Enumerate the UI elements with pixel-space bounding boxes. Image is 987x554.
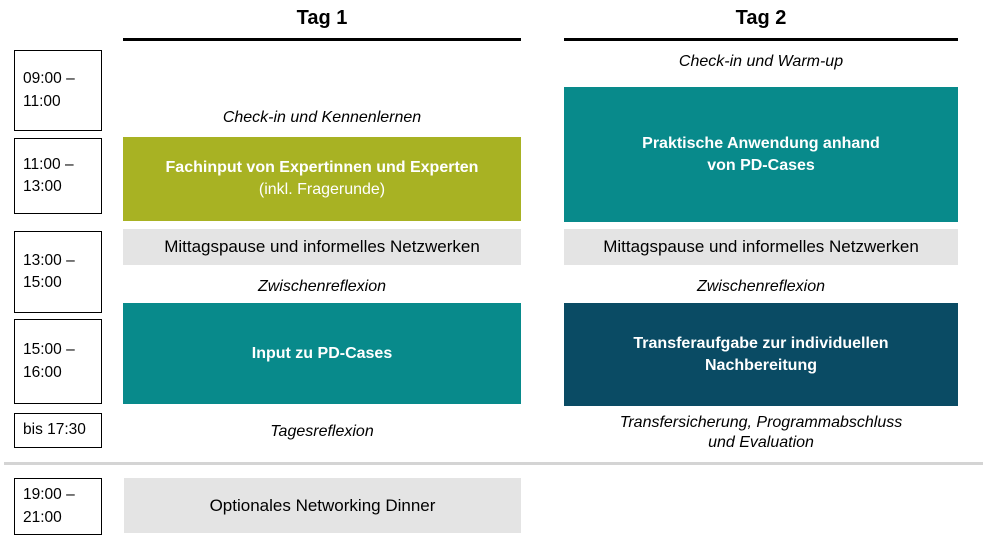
day2-lunch-block: Mittagspause und informelles Netzwerken	[564, 229, 958, 265]
day1-expert-input-block: Fachinput von Expertinnen und Experten (…	[123, 137, 521, 221]
time-slot-bis-1730: bis 17:30	[14, 413, 102, 448]
day2-title: Tag 2	[735, 7, 787, 29]
day1-day-reflection-label: Tagesreflexion	[270, 423, 374, 440]
day1-checkin-label: Check-in und Kennenlernen	[222, 109, 422, 126]
evening-section-divider	[4, 462, 983, 465]
time-slot-0900-1100: 09:00 – 11:00	[14, 50, 102, 131]
networking-dinner-block: Optionales Networking Dinner	[124, 478, 521, 533]
day1-expert-input-line2: (inkl. Fragerunde)	[258, 181, 386, 198]
day1-pd-cases-input-block: Input zu PD-Cases	[123, 303, 521, 404]
time-slot-1900-2100: 19:00 – 21:00	[14, 478, 102, 535]
day2-title-underline	[564, 38, 958, 41]
day1-title: Tag 1	[296, 7, 348, 29]
time-slot-1500-1600: 15:00 – 16:00	[14, 319, 102, 404]
day1-midday-reflection-label: Zwischenreflexion	[257, 278, 387, 295]
day2-practical-application-block: Praktische Anwendung anhand von PD-Cases	[564, 87, 958, 222]
time-slot-1300-1500: 13:00 – 15:00	[14, 231, 102, 313]
day1-title-underline	[123, 38, 521, 41]
day2-midday-reflection-label: Zwischenreflexion	[696, 278, 826, 295]
day1-lunch-block: Mittagspause und informelles Netzwerken	[123, 229, 521, 265]
day2-closing-label: Transfersicherung, Programmabschluss und…	[619, 414, 903, 451]
day1-expert-input-line1: Fachinput von Expertinnen und Experten	[165, 159, 479, 176]
day2-checkin-label: Check-in und Warm-up	[678, 53, 844, 70]
time-slot-1100-1300: 11:00 – 13:00	[14, 138, 102, 214]
day2-transfer-task-block: Transferaufgabe zur individuellen Nachbe…	[564, 303, 958, 406]
